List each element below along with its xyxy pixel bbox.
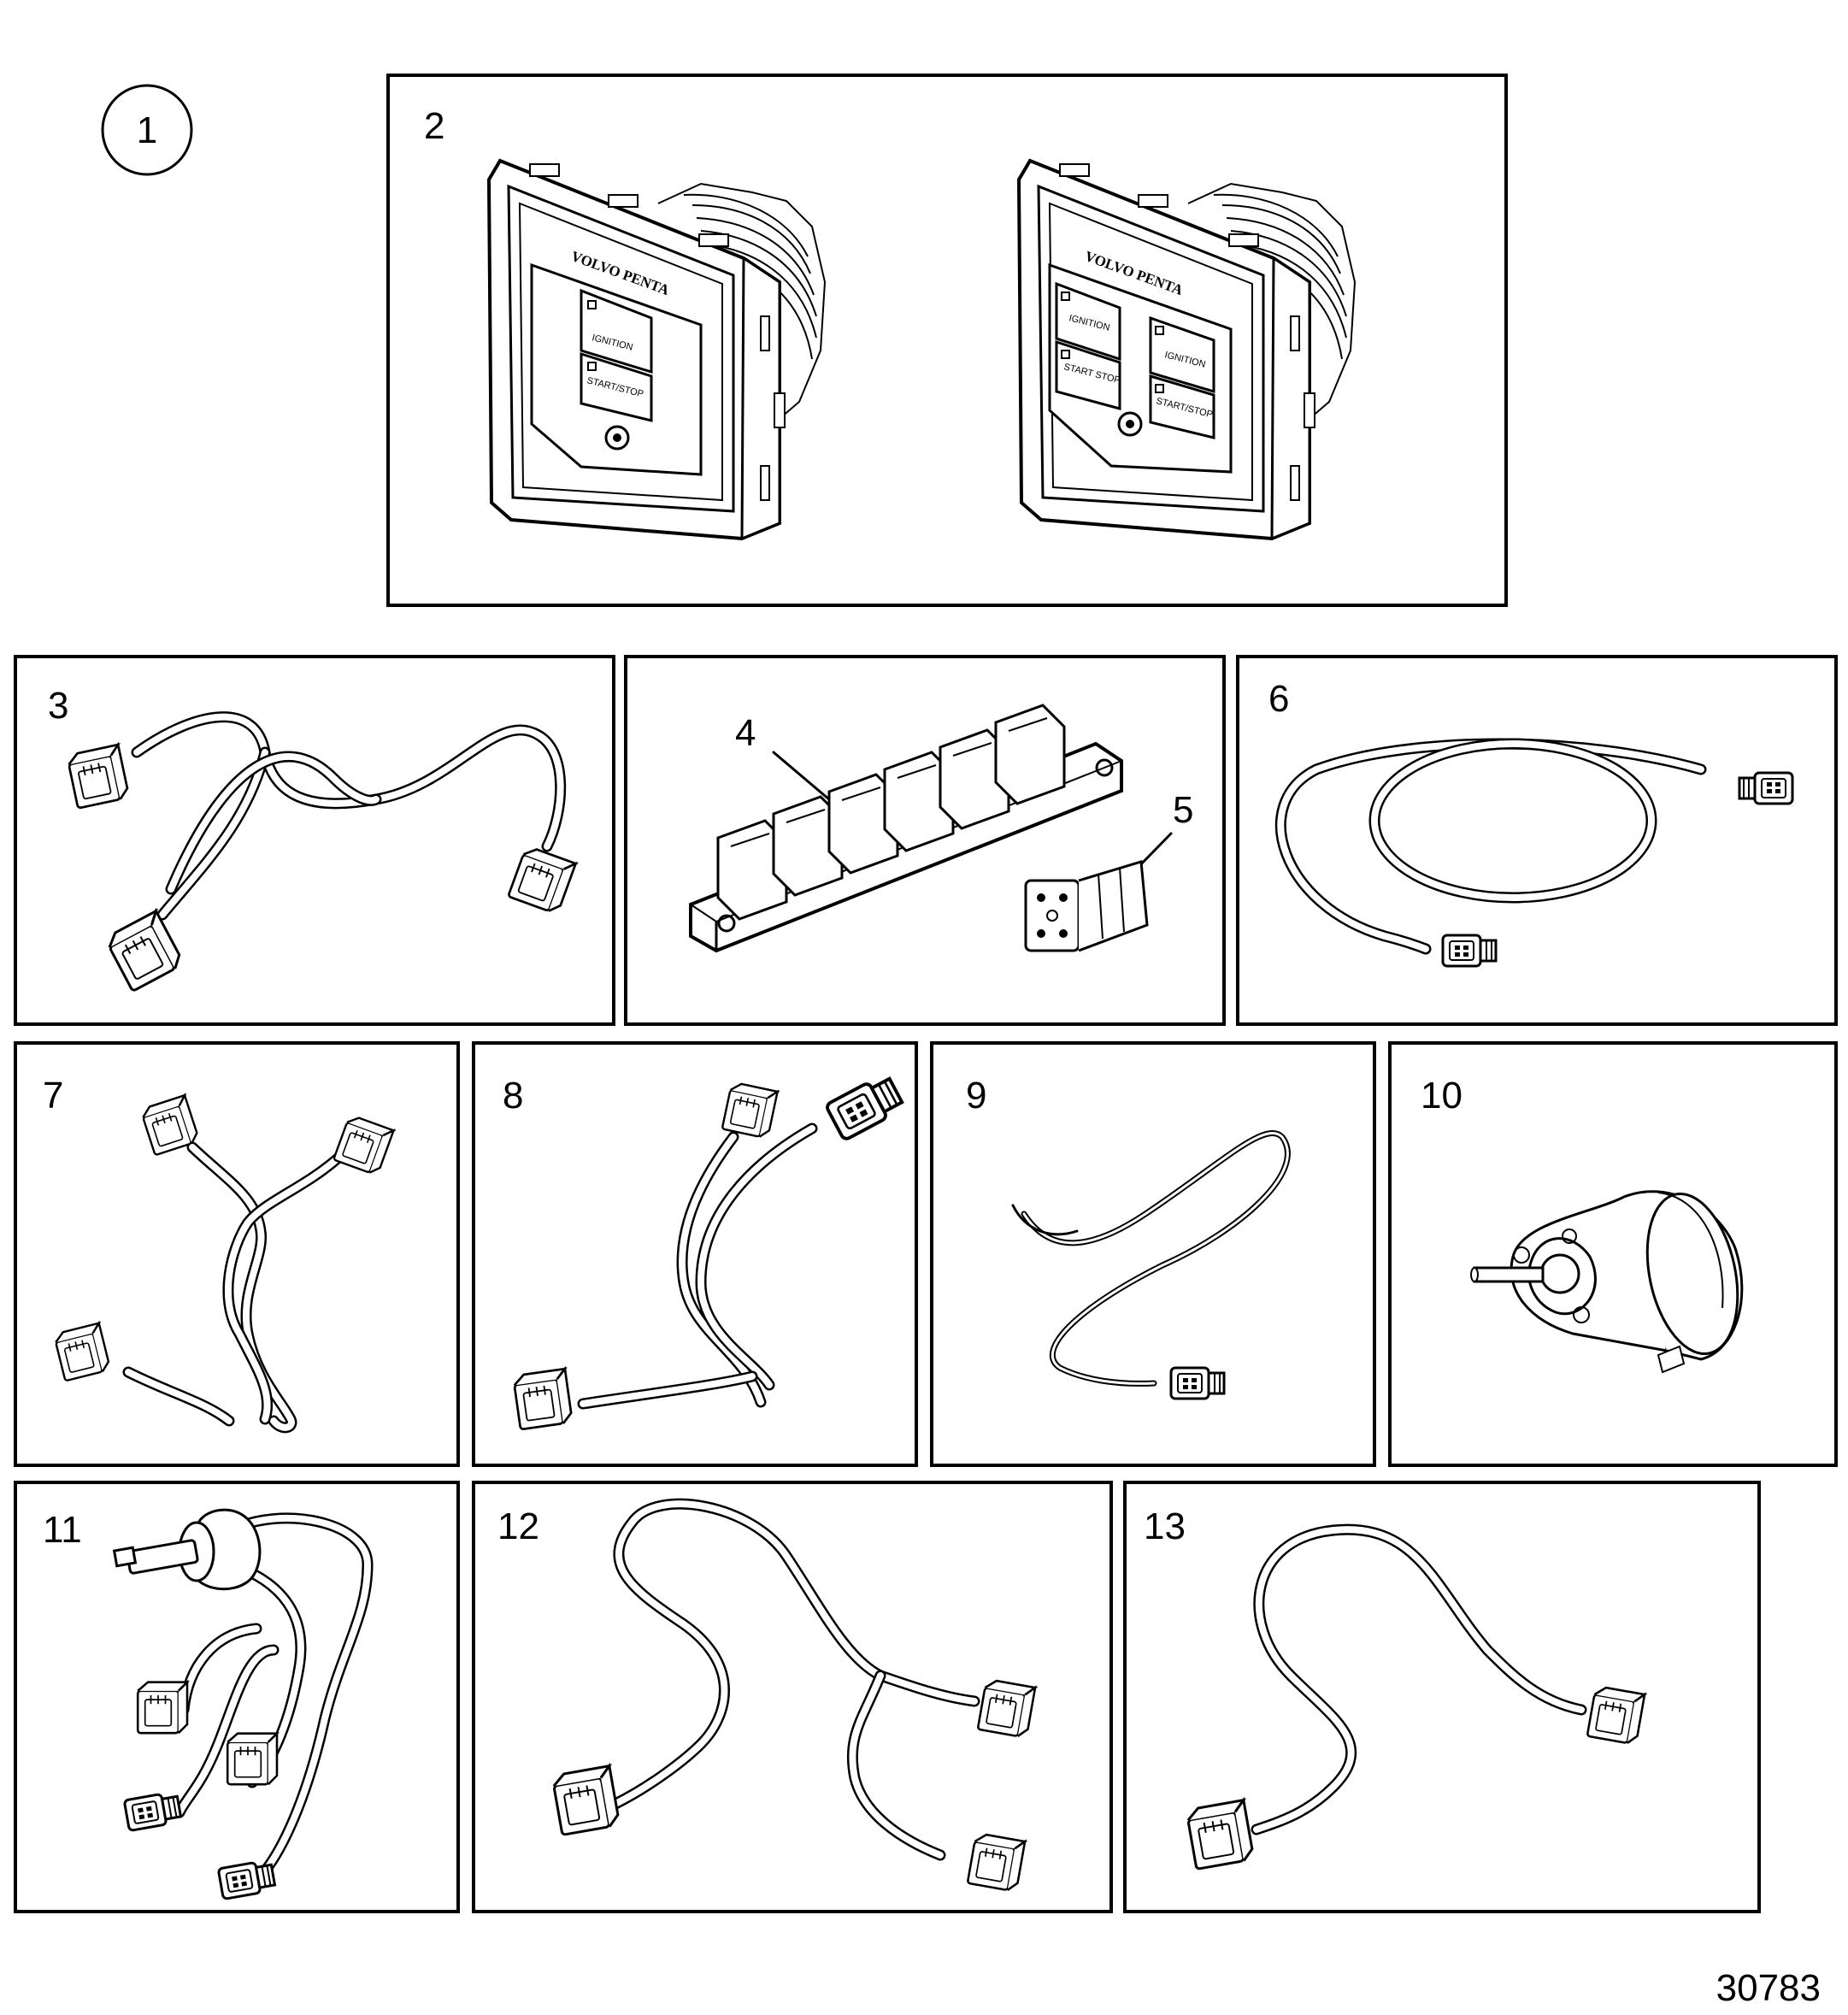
plug-connector xyxy=(1024,860,1149,952)
panel-6-number: 6 xyxy=(1268,678,1289,720)
control-panel-dual: VOLVO PENTA IGNITION START STOP IGNITION… xyxy=(1016,158,1357,541)
callout-1: 1 xyxy=(101,84,193,176)
panel-8-number: 8 xyxy=(503,1075,523,1116)
panel-3: 3 xyxy=(14,655,615,1026)
panel-3-number: 3 xyxy=(48,685,68,727)
panel-2-number: 2 xyxy=(424,105,444,147)
panel-9: 9 xyxy=(930,1041,1376,1467)
panel-7: 7 xyxy=(14,1041,460,1467)
panel-4-number: 4 xyxy=(735,712,756,754)
panel-12: 12 xyxy=(472,1481,1113,1913)
panel-8: 8 xyxy=(472,1041,918,1467)
panel-5-number: 5 xyxy=(1173,789,1193,831)
panel-6: 6 xyxy=(1236,655,1838,1026)
panel-11-number: 11 xyxy=(43,1509,82,1551)
potentiometer xyxy=(112,1508,262,1591)
panel-11: 11 xyxy=(14,1481,460,1913)
control-panel-single: VOLVO PENTA IGNITION START/STOP xyxy=(486,158,827,541)
panel-7-number: 7 xyxy=(43,1075,63,1116)
panel-10-number: 10 xyxy=(1421,1075,1463,1116)
panel-13-number: 13 xyxy=(1144,1505,1186,1547)
pressure-sensor xyxy=(1470,1190,1744,1374)
junction-block-sockets xyxy=(716,704,1066,921)
panel-9-number: 9 xyxy=(966,1075,986,1116)
panel-4-5: 4 5 xyxy=(624,655,1226,1026)
figure-id: 30783 xyxy=(1716,1967,1821,2009)
callout-1-label: 1 xyxy=(137,109,157,151)
panel-12-number: 12 xyxy=(497,1505,539,1547)
panel-13: 13 xyxy=(1123,1481,1761,1913)
panel-2: 2 VOLVO PENTA IGNITION START/STOP xyxy=(386,74,1508,607)
panel-10: 10 xyxy=(1388,1041,1838,1467)
